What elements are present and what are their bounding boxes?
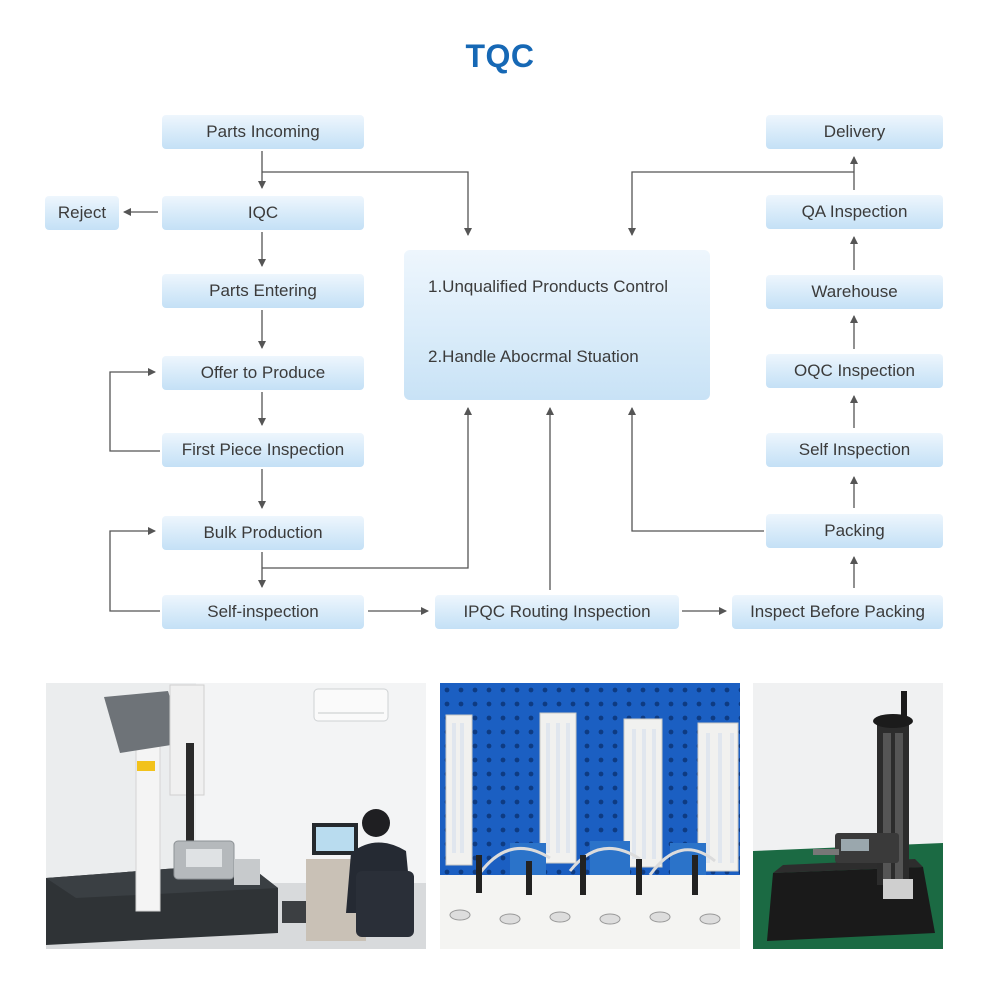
gauge-pegboard-photo (440, 683, 740, 949)
iqc-box: IQC (162, 196, 364, 230)
warehouse-box: Warehouse (766, 275, 943, 309)
cmm-lab-photo (46, 683, 426, 949)
oqc-inspection-box: OQC Inspection (766, 354, 943, 388)
bulk-production-box: Bulk Production (162, 516, 364, 550)
roughness-tester-photo (753, 683, 943, 949)
qa-inspection-box: QA Inspection (766, 195, 943, 229)
inspect-before-packing-box: Inspect Before Packing (732, 595, 943, 629)
first-piece-inspection-box: First Piece Inspection (162, 433, 364, 467)
page-title: TQC (465, 38, 535, 74)
self-inspection-left-box: Self-inspection (162, 595, 364, 629)
ipqc-routing-box: IPQC Routing Inspection (435, 595, 679, 629)
parts-entering-box: Parts Entering (162, 274, 364, 308)
control-line-1: 1.Unqualified Pronducts Control (428, 277, 669, 296)
self-inspection-right-box: Self Inspection (766, 433, 943, 467)
reject-box: Reject (45, 196, 119, 230)
quality-control-box: 1.Unqualified Pronducts Control 2.Handle… (404, 250, 710, 400)
offer-to-produce-box: Offer to Produce (162, 356, 364, 390)
parts-incoming-box: Parts Incoming (162, 115, 364, 149)
control-line-2: 2.Handle Abocrmal Stuation (428, 347, 639, 366)
delivery-box: Delivery (766, 115, 943, 149)
packing-box: Packing (766, 514, 943, 548)
